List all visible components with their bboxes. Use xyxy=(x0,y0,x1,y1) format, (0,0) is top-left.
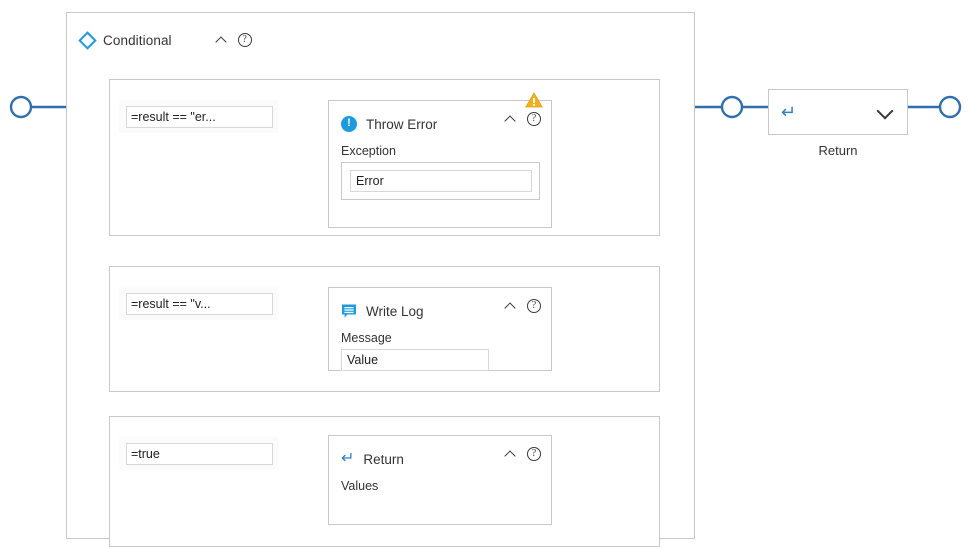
node-title: Write Log xyxy=(366,303,424,319)
help-icon[interactable]: ? xyxy=(237,33,252,47)
chevron-down-icon[interactable] xyxy=(877,104,893,120)
diamond-icon xyxy=(78,30,97,50)
node-body: Exception Error xyxy=(329,137,551,200)
help-icon[interactable]: ? xyxy=(527,299,541,313)
node-body: Message Value xyxy=(329,324,551,371)
chevron-up-icon[interactable] xyxy=(505,449,516,460)
chevron-up-icon[interactable] xyxy=(216,35,227,46)
help-icon[interactable]: ? xyxy=(527,112,541,126)
condition-field-wrapper: =result == "er... xyxy=(119,100,279,133)
condition-field-wrapper: =result == "v... xyxy=(119,287,279,320)
node-title: Throw Error xyxy=(366,116,438,132)
exception-input[interactable]: Error xyxy=(350,170,532,192)
node-body: Values xyxy=(329,472,551,493)
return-arrow-icon: ↵ xyxy=(781,102,797,122)
node-header-icons: ? xyxy=(505,112,541,126)
condition-field-wrapper: =true xyxy=(119,437,279,470)
values-label: Values xyxy=(341,479,379,493)
condition-input[interactable]: =true xyxy=(126,442,273,465)
conditional-container[interactable]: Conditional ? =result == "er... ! Throw … xyxy=(66,12,695,547)
node-header-icons: ? xyxy=(505,447,541,461)
conditional-title: Conditional xyxy=(103,32,172,48)
help-icon[interactable]: ? xyxy=(527,447,541,461)
node-header[interactable]: Write Log ? xyxy=(329,288,551,324)
chevron-up-icon[interactable] xyxy=(505,301,516,312)
field-frame: Error xyxy=(341,162,540,200)
condition-input[interactable]: =result == "v... xyxy=(126,292,273,315)
branch-row[interactable]: =result == "er... ! Throw Error ? xyxy=(109,79,660,236)
branch-row[interactable]: =true ↵ Return ? Values xyxy=(109,416,660,547)
warning-triangle-icon xyxy=(525,92,543,108)
field-label: Exception xyxy=(341,144,396,158)
info-icon: ! xyxy=(341,116,357,132)
node-header[interactable]: ! Throw Error ? xyxy=(329,101,551,137)
activity-node-throw-error[interactable]: ! Throw Error ? Exception Error xyxy=(328,92,552,228)
conditional-header[interactable]: Conditional ? xyxy=(78,29,252,51)
conditional-header-icons: ? xyxy=(216,33,252,47)
collapsed-return-node[interactable]: ↵ xyxy=(768,89,908,135)
collapsed-return-label: Return xyxy=(818,143,858,158)
message-input[interactable]: Value xyxy=(341,349,489,371)
chevron-up-icon[interactable] xyxy=(505,114,516,125)
condition-input[interactable]: =result == "er... xyxy=(126,105,273,128)
node-header-icons: ? xyxy=(505,299,541,313)
node-header[interactable]: ↵ Return ? xyxy=(329,436,551,472)
field-label: Message xyxy=(341,331,392,345)
node-title: Return xyxy=(363,451,404,467)
return-arrow-icon: ↵ xyxy=(341,450,355,467)
message-icon xyxy=(341,303,357,319)
branch-row[interactable]: =result == "v... Write Log xyxy=(109,266,660,392)
activity-node-write-log[interactable]: Write Log ? Message Value xyxy=(328,287,552,371)
activity-node-return[interactable]: ↵ Return ? Values xyxy=(328,435,552,525)
